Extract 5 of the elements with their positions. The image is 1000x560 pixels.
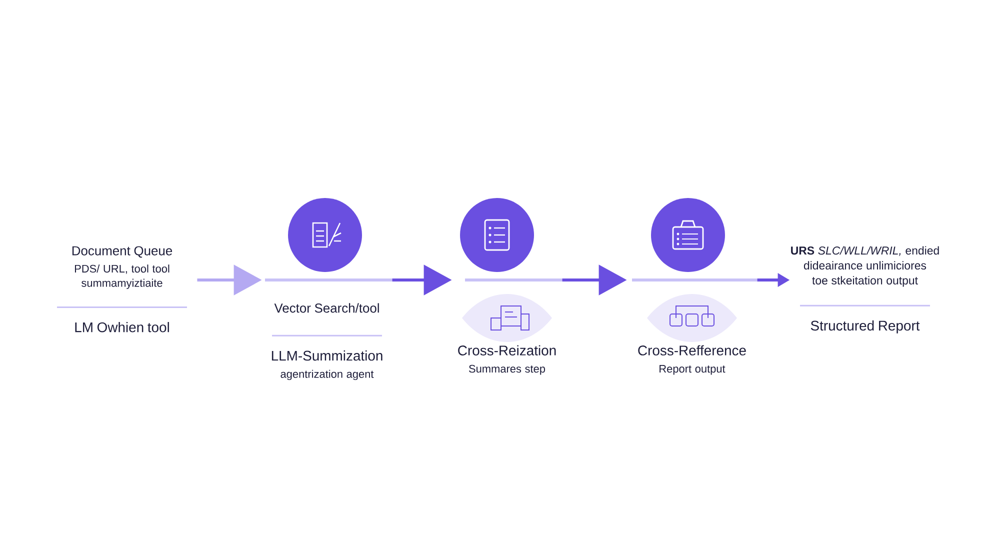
step-text: Document Queue PDS/ URL, tool tool summamyiztiaite LM Owhien tool [57, 246, 187, 332]
step-text: URS SLC/WLL/WRIL, endied dideairance unlimiciores toe stkeitation output Structured Report [791, 246, 939, 334]
step-text: Vector Search/tool LLM-Summization agentrization agent [272, 303, 382, 380]
step-text: Cross-Reization Summares step [458, 345, 556, 375]
step-text: Cross-Refference Report output [638, 345, 746, 375]
